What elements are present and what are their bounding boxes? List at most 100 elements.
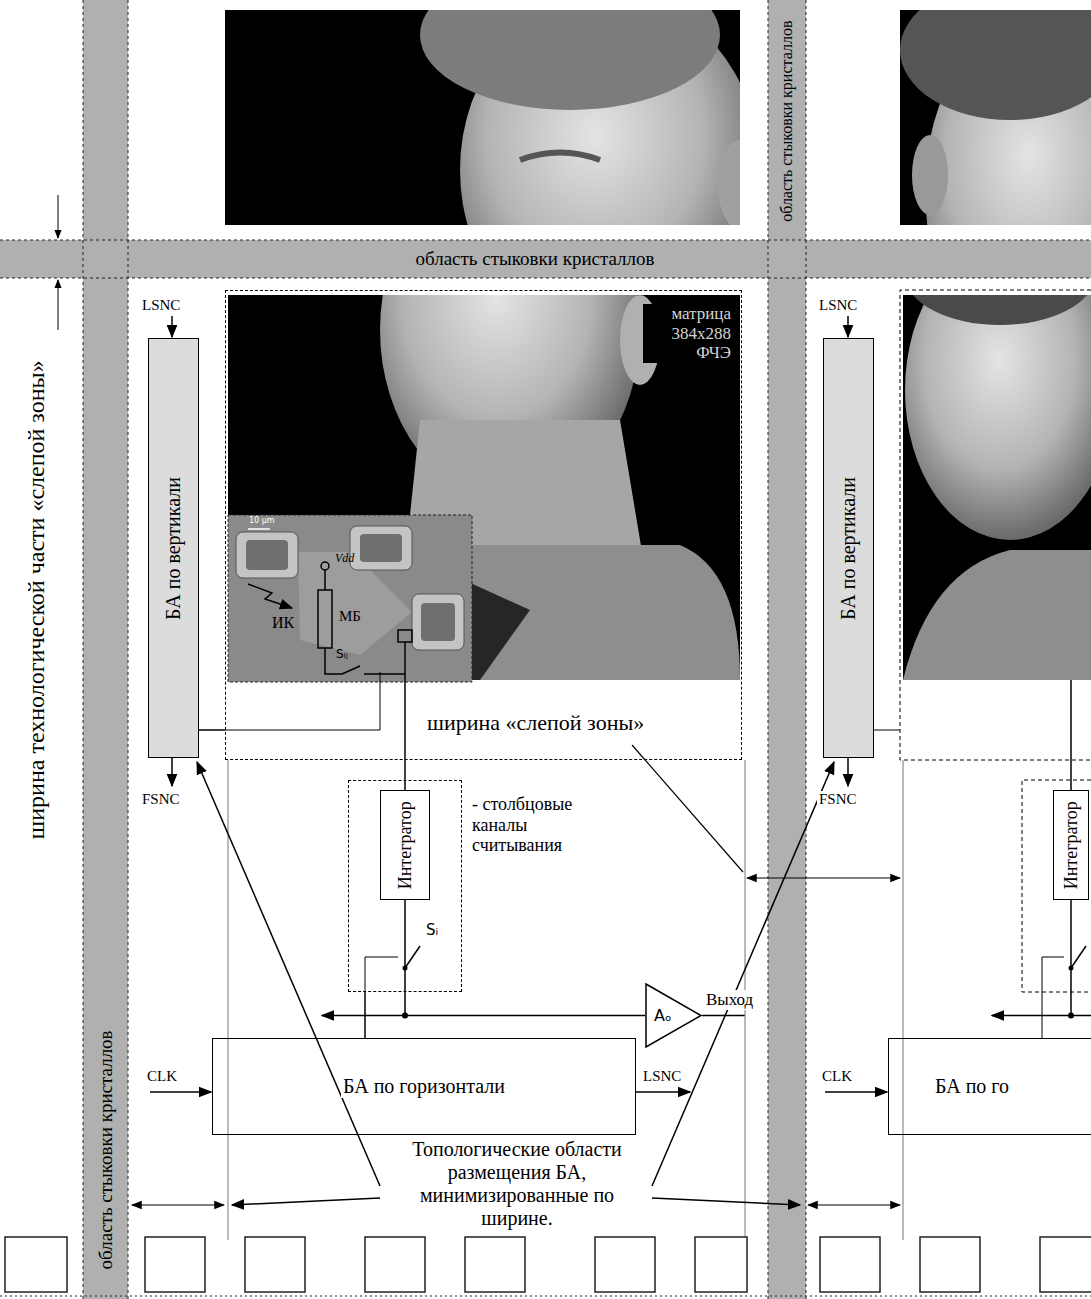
band-edge xyxy=(806,0,807,1299)
bond-pad xyxy=(595,1237,655,1292)
integrator-box: Интегратор xyxy=(1053,790,1089,900)
joint-band-fill xyxy=(83,0,128,1299)
joint-band: область стыковки кристаллов xyxy=(83,0,128,1299)
node-text: область стыковки кристаллов xyxy=(95,1028,117,1271)
junction-dot xyxy=(1068,1013,1074,1019)
signal-name: LSNC xyxy=(817,297,859,314)
node-text: - столбцовые каналы считывания xyxy=(470,794,602,856)
leader-line xyxy=(232,1198,380,1205)
output-amplifier: Aₒ xyxy=(645,983,702,1048)
wire xyxy=(1070,680,1072,790)
node-text: БА по вертикали xyxy=(837,475,860,622)
wire xyxy=(1070,900,1072,1016)
bond-pad xyxy=(820,1237,880,1292)
dimension-arrow xyxy=(132,1204,224,1205)
dimension-arrow xyxy=(747,877,900,878)
bond-pad xyxy=(145,1237,205,1292)
signal-name: LSNC xyxy=(641,1068,683,1085)
bolometer-symbol xyxy=(318,590,332,648)
integrator-box: Интегратор xyxy=(380,790,430,900)
sem-inset xyxy=(228,515,472,682)
sem-pad-hole xyxy=(360,534,402,562)
matrix-outline xyxy=(900,290,1091,760)
signal-wire xyxy=(364,992,366,1038)
node-text: БА по горизонтали xyxy=(341,1075,507,1098)
thermal-shoulders xyxy=(903,550,1091,680)
wire xyxy=(874,730,900,731)
sem-pad xyxy=(236,532,298,578)
amplifier-symbol xyxy=(645,983,702,1048)
pixel-contact xyxy=(398,630,412,642)
symbol-label: Vdd xyxy=(333,552,356,566)
bond-pad xyxy=(5,1237,67,1292)
dimension-arrow xyxy=(808,1204,900,1205)
wire xyxy=(404,642,406,760)
thermal-hair xyxy=(905,295,1091,325)
symbol-label: ИК xyxy=(270,614,296,632)
signal-name: CLK xyxy=(820,1068,854,1085)
thermal-ear xyxy=(718,140,740,225)
bus-line xyxy=(322,1015,405,1017)
address-block: БА по вертикали xyxy=(148,338,199,758)
sem-pad-hole xyxy=(246,540,288,570)
pin-arrow xyxy=(171,316,173,337)
bond-pad xyxy=(1040,1237,1091,1292)
scale-bar xyxy=(248,528,270,530)
ir-arrow xyxy=(248,584,292,608)
signal-name: FSNC xyxy=(817,791,859,808)
column-channel: - столбцовые каналы считыванияИнтегратор xyxy=(348,780,462,992)
joint-band: область стыковки кристаллов xyxy=(0,240,1091,278)
signal-name: FSNC xyxy=(140,791,182,808)
pin-arrow xyxy=(825,1091,887,1093)
wire xyxy=(364,673,405,675)
bond-pad xyxy=(245,1237,305,1292)
symbol-label: Sᵢ xyxy=(424,922,440,939)
leader-line xyxy=(652,1198,800,1205)
switch-symbol xyxy=(1071,946,1086,968)
leader-line xyxy=(652,762,834,1186)
node-text: Aₒ xyxy=(652,1007,674,1025)
leader-line xyxy=(197,762,380,1186)
joint-band: область стыковки кристаллов xyxy=(768,0,806,1299)
joint-band-fill xyxy=(0,240,1091,278)
node-text: БА по вертикали xyxy=(162,475,185,622)
dimension-label: ширина технологической части «слепой зон… xyxy=(22,358,50,841)
signal-name: Выход xyxy=(704,990,755,1010)
control-wire xyxy=(365,957,398,992)
signal-wire xyxy=(404,760,406,790)
symbol-label: Sᵢⱼ xyxy=(334,648,350,662)
sem-pad-hole xyxy=(421,603,455,641)
node-text: область стыковки кристаллов xyxy=(778,19,796,224)
symbol-label: МБ xyxy=(337,608,363,625)
crystal-boundary xyxy=(903,760,904,1240)
address-block: БА по го xyxy=(888,1038,1091,1135)
pin-arrow xyxy=(636,1091,690,1093)
band-edge xyxy=(0,278,1091,279)
bond-pad xyxy=(365,1237,425,1292)
dimension-label: ширина «слепой зоны» xyxy=(425,710,646,735)
junction-dot xyxy=(1069,966,1074,971)
band-edge xyxy=(0,240,1091,241)
channel-outline xyxy=(1022,780,1091,992)
output-line xyxy=(702,1015,745,1017)
thermal-face xyxy=(905,295,1091,540)
node-text: область стыковки кристаллов xyxy=(414,248,657,270)
wire xyxy=(324,570,326,590)
pin-arrow xyxy=(171,758,173,786)
wire xyxy=(225,672,380,730)
pin-arrow xyxy=(150,1091,211,1093)
leader-line xyxy=(632,745,743,872)
pin-arrow xyxy=(847,316,849,337)
joint-band-fill xyxy=(768,0,806,1299)
scale-label: 10 μm xyxy=(247,516,277,525)
dimension-arrow xyxy=(58,280,59,330)
band-edge xyxy=(83,0,84,1299)
thermal-brow xyxy=(520,153,600,161)
node-text: матрица 384x288 ФЧЭ xyxy=(643,304,733,363)
thermal-hair xyxy=(900,10,1091,120)
control-wire xyxy=(1042,957,1064,1038)
thermal-ear xyxy=(912,135,948,215)
signal-name: LSNC xyxy=(140,297,182,314)
